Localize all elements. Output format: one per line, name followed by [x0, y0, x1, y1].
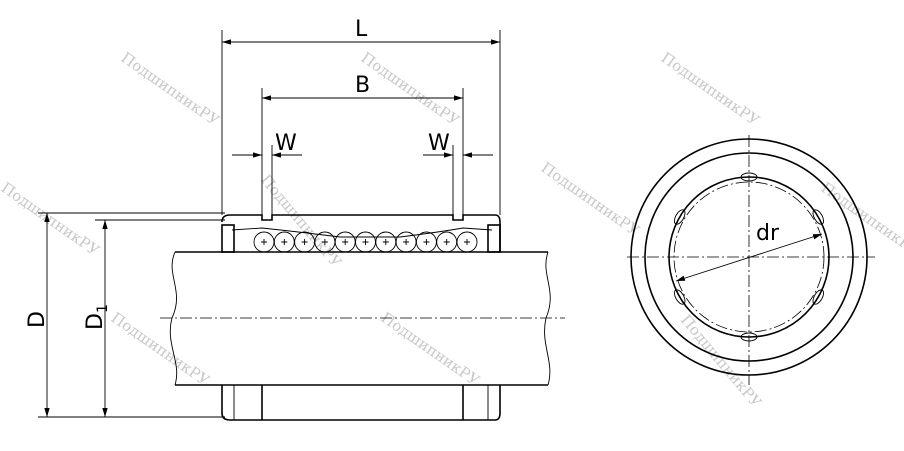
balls [253, 231, 478, 253]
side-view: L B W W D D1 [25, 17, 565, 421]
dimension-dr [675, 233, 823, 282]
ball-groove [740, 332, 758, 342]
label-B: B [355, 73, 370, 98]
label-D: D [25, 311, 50, 328]
label-D1: D1 [83, 304, 111, 330]
ball-groove [740, 172, 758, 182]
bearing-lower-body [221, 385, 501, 421]
watermark: ПодшипникРУ [658, 49, 763, 130]
label-L: L [355, 17, 368, 42]
watermark: ПодшипникРУ [0, 179, 103, 260]
watermark: ПодшипникРУ [108, 309, 213, 390]
ball-groove [812, 209, 825, 225]
ball-groove [812, 289, 825, 305]
label-W-right: W [428, 131, 450, 156]
ball-grooves [673, 172, 825, 342]
watermark: ПодшипникРУ [538, 159, 643, 240]
watermark: ПодшипникРУ [358, 49, 463, 130]
end-view: dr [627, 135, 875, 385]
ball-groove [673, 209, 686, 225]
ball [456, 231, 478, 253]
bearing-outer-sleeve [221, 214, 501, 252]
shaft [175, 251, 548, 386]
watermark: ПодшипникРУ [118, 49, 223, 130]
label-dr: dr [756, 221, 780, 246]
watermark: ПодшипникРУ [378, 309, 483, 390]
watermark: ПодшипникРУ [257, 171, 345, 271]
ball-groove [673, 289, 686, 305]
label-W-left: W [275, 131, 297, 156]
